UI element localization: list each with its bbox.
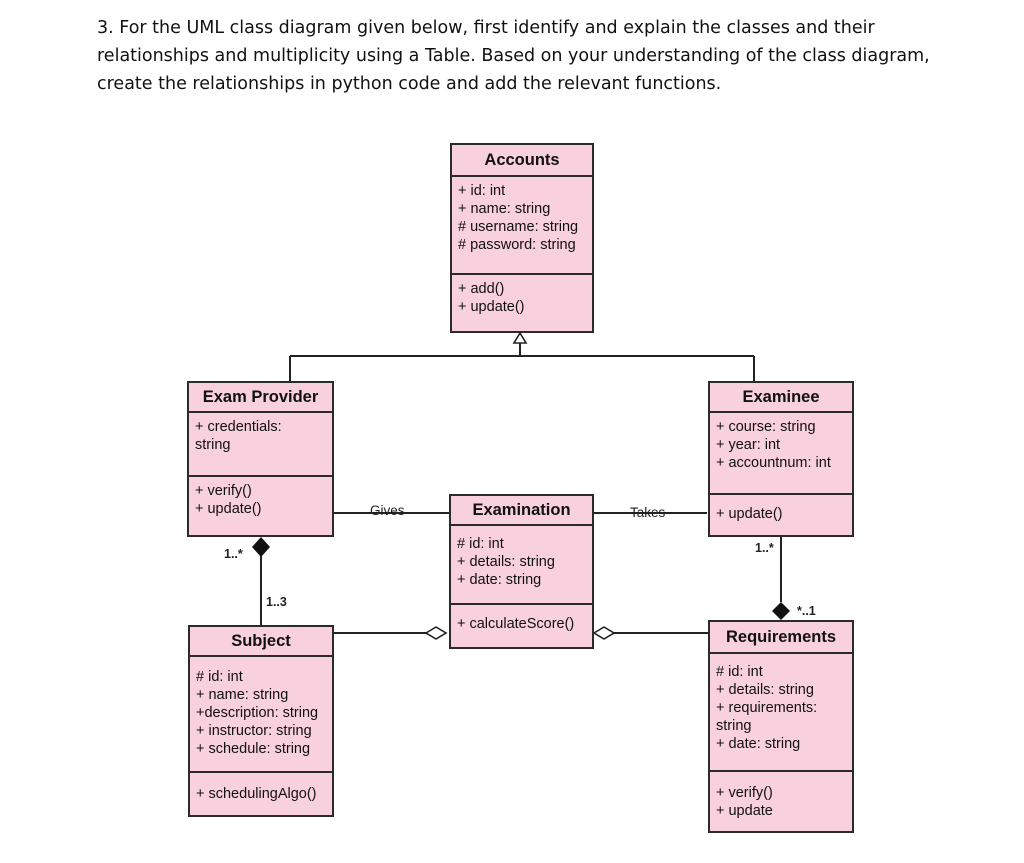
examination-class-name: Examination	[451, 496, 592, 526]
question-line-1: 3. For the UML class diagram given below…	[97, 18, 875, 38]
subject-class-name: Subject	[190, 627, 332, 657]
exam-provider-methods: + verify() + update()	[189, 477, 332, 523]
exam-provider-method: + update()	[195, 501, 262, 517]
accounts-method: + update()	[458, 299, 525, 315]
examinee-method: + update()	[716, 506, 783, 522]
requirements-attribute: + date: string	[716, 736, 801, 752]
inheritance-triangle	[512, 331, 528, 344]
subject-attribute: + schedule: string	[196, 741, 311, 757]
requirements-methods: + verify() + update	[710, 772, 852, 825]
exam-provider-class: Exam Provider + credentials: string + ve…	[187, 381, 334, 537]
examinee-multiplicity-label: 1..*	[755, 541, 774, 555]
provider-multiplicity-label: 1..*	[224, 547, 243, 561]
accounts-attribute: # username: string	[458, 219, 579, 235]
subject-class: Subject # id: int + name: string +descri…	[188, 625, 334, 817]
examination-attributes: # id: int + details: string + date: stri…	[451, 526, 592, 605]
subject-attributes: # id: int + name: string +description: s…	[190, 657, 332, 773]
examination-attribute: # id: int	[457, 536, 504, 552]
requirements-attribute: + requirements:	[716, 700, 818, 716]
exam-provider-attributes: + credentials: string	[189, 413, 332, 477]
examination-class: Examination # id: int + details: string …	[449, 494, 594, 649]
subject-attribute: # id: int	[196, 669, 243, 685]
examinee-attributes: + course: string + year: int + accountnu…	[710, 413, 852, 495]
exam-provider-method: + verify()	[195, 483, 252, 499]
question-text: 3. For the UML class diagram given below…	[97, 14, 957, 98]
subject-attribute: +description: string	[196, 705, 319, 721]
requirements-method: + verify()	[716, 785, 773, 801]
requirements-method: + update	[716, 803, 773, 819]
requirements-attributes: # id: int + details: string + requiremen…	[710, 654, 852, 772]
accounts-attributes: + id: int + name: string # username: str…	[452, 177, 592, 275]
accounts-methods: + add() + update()	[452, 275, 592, 321]
subject-method: + schedulingAlgo()	[196, 786, 317, 802]
requirements-composition-diamond	[772, 602, 790, 620]
subject-attribute: + name: string	[196, 687, 289, 703]
accounts-class-name: Accounts	[452, 145, 592, 177]
examinee-methods: + update()	[710, 495, 852, 528]
requirements-attribute: # id: int	[716, 664, 763, 680]
requirements-attribute: string	[716, 718, 752, 734]
examination-method: + calculateScore()	[457, 616, 575, 632]
accounts-attribute: + id: int	[458, 183, 506, 199]
takes-label: Takes	[630, 505, 666, 520]
requirements-class: Requirements # id: int + details: string…	[708, 620, 854, 833]
requirements-multiplicity-label: *..1	[797, 604, 816, 618]
subject-methods: + schedulingAlgo()	[190, 773, 332, 808]
examinee-attribute: + year: int	[716, 437, 781, 453]
requirements-class-name: Requirements	[710, 622, 852, 654]
accounts-method: + add()	[458, 281, 505, 297]
examination-aggregation-diamond-right	[592, 626, 616, 640]
accounts-attribute: # password: string	[458, 237, 576, 253]
examination-methods: + calculateScore()	[451, 605, 592, 638]
exam-provider-attribute: + credentials:	[195, 419, 282, 435]
provider-composition-diamond	[252, 537, 270, 557]
examinee-class-name: Examinee	[710, 383, 852, 413]
examinee-class: Examinee + course: string + year: int + …	[708, 381, 854, 537]
question-line-2: relationships and multiplicity using a T…	[97, 46, 930, 66]
subject-multiplicity-label: 1..3	[266, 595, 287, 609]
examination-attribute: + details: string	[457, 554, 555, 570]
examination-aggregation-diamond-left	[424, 626, 448, 640]
exam-provider-class-name: Exam Provider	[189, 383, 332, 413]
requirements-attribute: + details: string	[716, 682, 814, 698]
exam-provider-attribute: string	[195, 437, 231, 453]
accounts-class: Accounts + id: int + name: string # user…	[450, 143, 594, 333]
examination-attribute: + date: string	[457, 572, 542, 588]
subject-attribute: + instructor: string	[196, 723, 312, 739]
question-line-3: create the relationships in python code …	[97, 74, 722, 94]
examinee-attribute: + accountnum: int	[716, 455, 831, 471]
examinee-attribute: + course: string	[716, 419, 816, 435]
accounts-attribute: + name: string	[458, 201, 551, 217]
gives-label: Gives	[370, 503, 405, 518]
